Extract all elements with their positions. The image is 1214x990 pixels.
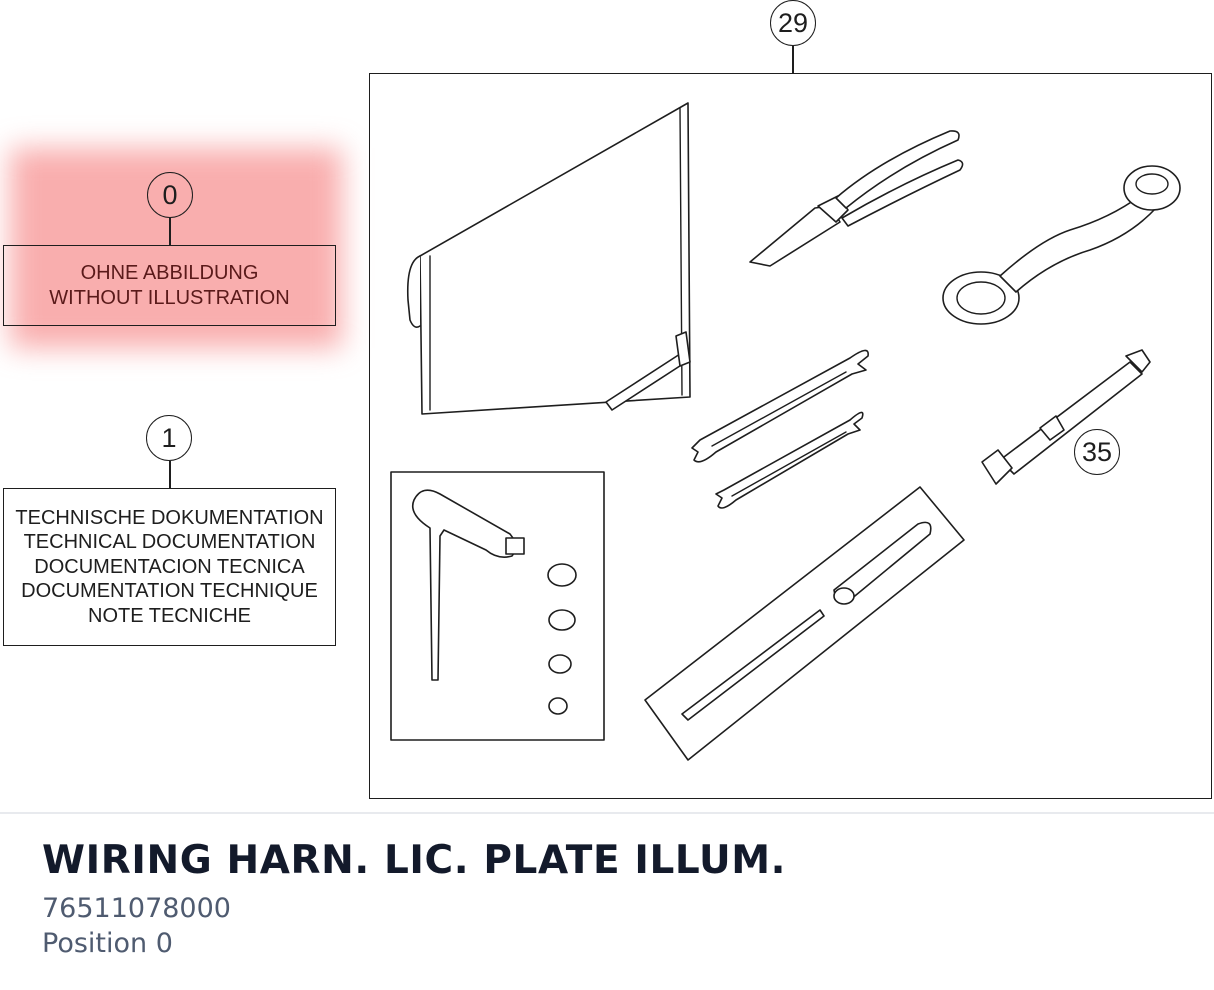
box1-line-2: TECHNICAL DOCUMENTATION [23,531,316,554]
box0-line-2: WITHOUT ILLUSTRATION [49,286,290,309]
part-number: 76511078000 [42,893,231,924]
box1-line-3: DOCUMENTACION TECNICA [34,555,305,578]
callout-1[interactable]: 1 [146,415,192,461]
box1-line-1: TECHNISCHE DOKUMENTATION [15,506,324,529]
section-divider [0,812,1214,814]
screwdriver-icon [644,486,965,761]
t-handle-set-icon [390,471,605,741]
technical-documentation-box[interactable]: TECHNISCHE DOKUMENTATION TECHNICAL DOCUM… [3,488,336,646]
callout-29[interactable]: 29 [770,0,816,46]
part-position: Position 0 [42,928,173,959]
callout-0-leader [169,218,171,246]
tool-kit-illustration [390,102,1181,761]
box1-line-5: NOTE TECNICHE [88,604,251,627]
open-end-wrench-icon [691,349,869,509]
tool-kit-frame [369,73,1212,799]
without-illustration-box[interactable]: OHNE ABBILDUNG WITHOUT ILLUSTRATION [3,245,336,326]
exploded-view-diagram: 0 OHNE ABBILDUNG WITHOUT ILLUSTRATION 1 … [3,0,1212,799]
callout-29-leader [792,46,794,74]
part-title: WIRING HARN. LIC. PLATE ILLUM. [42,838,787,883]
socket-wrench-icon [981,349,1151,485]
pliers-icon [749,130,964,267]
ring-spanner-icon [942,165,1181,325]
callout-1-leader [169,461,171,489]
hex-key-icon [605,331,691,411]
callout-0[interactable]: 0 [147,172,193,218]
box0-line-1: OHNE ABBILDUNG [80,262,259,284]
part-info-panel: WIRING HARN. LIC. PLATE ILLUM. 765110780… [42,838,786,961]
box1-line-4: DOCUMENTATION TECHNIQUE [21,580,318,603]
tool-bag-icon [406,102,691,415]
callout-35[interactable]: 35 [1074,429,1120,475]
